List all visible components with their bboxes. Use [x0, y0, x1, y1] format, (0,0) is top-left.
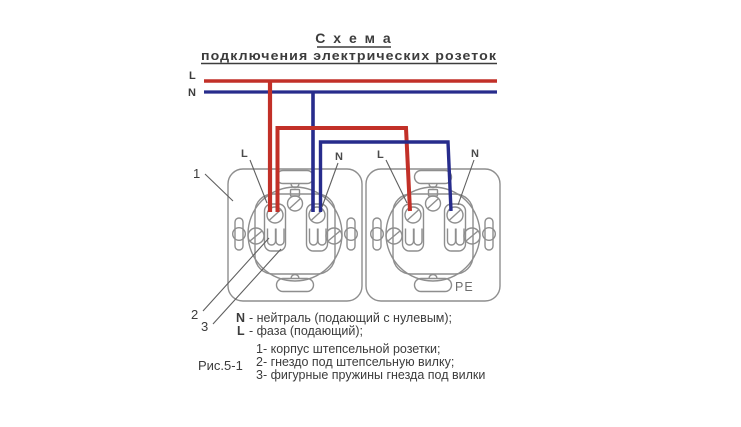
- legend-item-1: 1- корпус штепсельной розетки;: [256, 342, 440, 356]
- right-neutral-leader: [457, 159, 475, 206]
- right-phase-leader: [385, 159, 408, 204]
- right-socket-neutral-label: N: [471, 148, 479, 160]
- left-neutral-leader: [321, 162, 339, 208]
- legend-item-3: 3- фигурные пружины гнезда под вилки: [256, 368, 485, 382]
- right-socket-phase-label: L: [377, 149, 384, 161]
- legend-phase-key: L: [237, 324, 245, 338]
- bus-phase-label: L: [189, 70, 196, 82]
- legend-item-2: 2- гнездо под штепсельную вилку;: [256, 355, 454, 369]
- legend-neutral-desc: - нейтраль (подающий с нулевым);: [249, 311, 452, 325]
- socket-left: [227, 168, 363, 302]
- pe-label: PE: [455, 280, 474, 294]
- callout-3-leader: [212, 248, 282, 325]
- left-socket-neutral-label: N: [335, 151, 343, 163]
- legend-phase-desc: - фаза (подающий);: [249, 324, 363, 338]
- callout-3: 3: [201, 319, 208, 334]
- bus-neutral-label: N: [188, 87, 196, 99]
- callout-2-leader: [202, 237, 270, 312]
- callout-1: 1: [193, 166, 200, 181]
- diagram-title-line2: подключения электрических розеток: [201, 48, 497, 63]
- callout-1-leader: [204, 173, 234, 202]
- callout-2: 2: [191, 307, 198, 322]
- left-socket-phase-label: L: [241, 148, 248, 160]
- neutral-link-wire: [318, 140, 453, 212]
- socket-right: [365, 168, 501, 302]
- figure-caption: Рис.5-1: [198, 358, 243, 373]
- legend-neutral-key: N: [236, 311, 245, 325]
- left-phase-leader: [249, 159, 268, 204]
- phase-link-wire: [275, 126, 412, 212]
- diagram-title-line1: С х е м а: [315, 30, 392, 46]
